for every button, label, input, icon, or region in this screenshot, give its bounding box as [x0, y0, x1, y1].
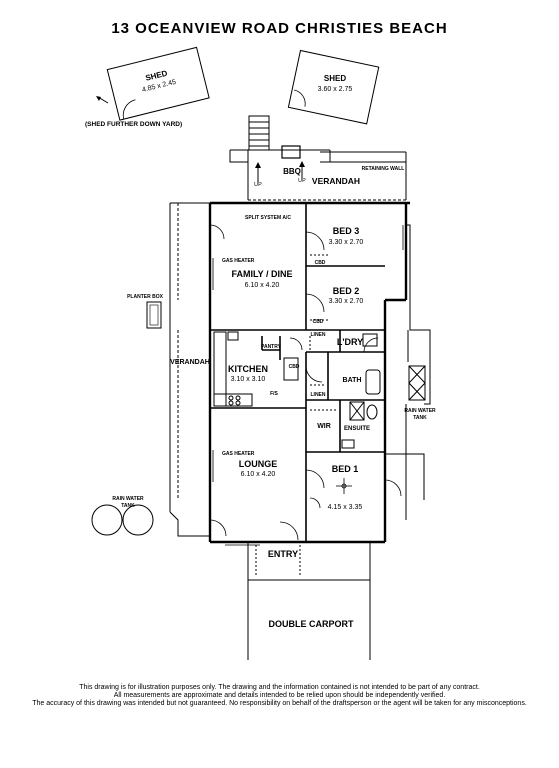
shed-1: [106, 46, 210, 121]
disclaimer-line-3: The accuracy of this drawing was intende…: [32, 700, 527, 707]
bbq-label: BBQ: [283, 167, 301, 176]
robes: [309, 254, 338, 411]
lounge-size: 6.10 x 4.20: [241, 471, 276, 478]
shed-note: (SHED FURTHER DOWN YARD): [85, 121, 182, 128]
bed3-size: 3.30 x 2.70: [329, 239, 364, 246]
ceiling-fan-icon: [336, 478, 352, 494]
bed1-label: BED 1: [332, 464, 359, 474]
carport-label: DOUBLE CARPORT: [269, 619, 355, 629]
cbd3-label: CBD: [289, 364, 300, 370]
gas-heater-bottom-label: GAS HEATER: [222, 451, 255, 457]
shed2-size: 3.60 x 2.75: [318, 86, 353, 93]
planter-box-label: PLANTER BOX: [127, 294, 164, 300]
kitchen-label: KITCHEN: [228, 364, 268, 374]
rain-tank-right-label-2: TANK: [413, 415, 427, 421]
gas-heater-top-label: GAS HEATER: [222, 258, 255, 264]
north-steps: [248, 115, 270, 151]
lounge-label: LOUNGE: [239, 459, 278, 469]
kitchen-size: 3.10 x 3.10: [231, 376, 266, 383]
cbd1-label: CBD: [315, 260, 326, 266]
split-ac-label: SPLIT SYSTEM A/C: [245, 215, 291, 221]
up-left-label: UP: [254, 182, 262, 188]
rain-tank-left-label-1: RAIN WATER: [112, 496, 144, 502]
top-verandah-label: VERANDAH: [312, 176, 360, 186]
retaining-wall-label: RETAINING WALL: [362, 166, 405, 172]
disclaimer-line-2: All measurements are approximate and det…: [113, 692, 446, 699]
shed-2: [287, 49, 380, 125]
laundry-label: L'DRY: [337, 337, 363, 347]
ensuite-label: ENSUITE: [344, 426, 370, 432]
rain-tank-left-2: [122, 504, 154, 536]
top-verandah: [229, 145, 407, 201]
up-right-label: UP: [298, 178, 306, 184]
fs-label: F/S: [270, 391, 278, 397]
wir-label: WIR: [317, 423, 331, 430]
linen1-label: LINEN: [311, 332, 326, 338]
disclaimer-line-1: This drawing is for illustration purpose…: [79, 684, 480, 691]
family-size: 6.10 x 4.20: [245, 282, 280, 289]
plan-title: 13 OCEANVIEW ROAD CHRISTIES BEACH: [111, 20, 448, 37]
rain-tank-left-label-2: TANK: [121, 503, 135, 509]
bath-fixtures: [341, 333, 381, 449]
bath-label: BATH: [343, 377, 362, 384]
bed3-label: BED 3: [333, 226, 360, 236]
west-verandah-label: VERANDAH: [170, 359, 210, 366]
entry-label: ENTRY: [268, 549, 298, 559]
entry-carport: [247, 542, 371, 660]
arrow-head-icon: [96, 96, 101, 101]
linen2-label: LINEN: [311, 392, 326, 398]
shed2-name: SHED: [324, 74, 346, 83]
rain-tank-right-label-1: RAIN WATER: [404, 408, 436, 414]
kitchen-benches: [213, 331, 299, 407]
rain-tank-left-1: [91, 504, 123, 536]
bed2-label: BED 2: [333, 286, 360, 296]
east-side: [384, 224, 431, 520]
windows: [212, 225, 404, 546]
west-verandah: [146, 202, 210, 537]
bed2-size: 3.30 x 2.70: [329, 298, 364, 305]
main-house-walls: [208, 201, 410, 544]
cbd2-label: CBD: [313, 319, 324, 325]
bed1-size: 4.15 x 3.35: [328, 504, 363, 511]
interior-walls: [210, 203, 385, 542]
door-swings: [209, 224, 402, 541]
family-label: FAMILY / DINE: [231, 269, 292, 279]
disclaimer: This drawing is for illustration purpose…: [20, 684, 539, 708]
pantry-label: PANTRY: [261, 344, 282, 350]
